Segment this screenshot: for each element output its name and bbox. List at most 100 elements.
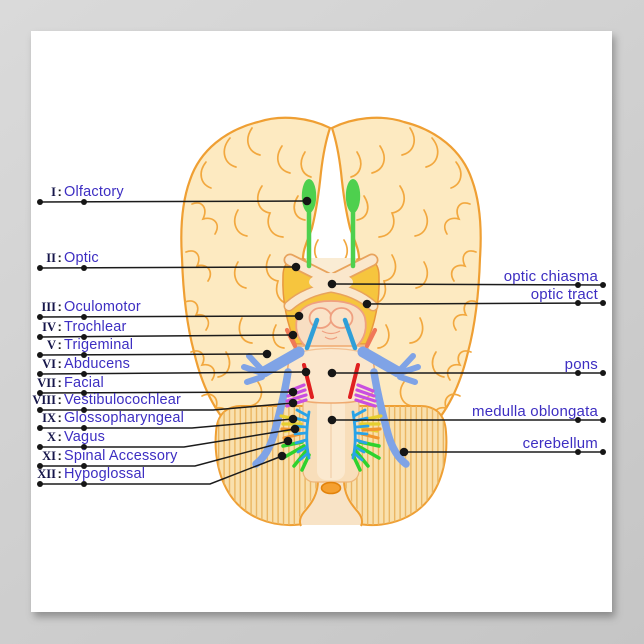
line-end-dot (37, 265, 43, 271)
numeral-label: XII (37, 467, 56, 481)
nerve-name-label: Optic (64, 250, 99, 266)
line-end-dot (37, 334, 43, 340)
target-dot (288, 398, 298, 408)
callout-cerebellum: cerebellum (399, 435, 606, 457)
line-end-dot (37, 444, 43, 450)
target-dot (262, 349, 272, 359)
callout-hypoglossal: XII:Hypoglossal (37, 451, 287, 487)
structure-name-label: optic tract (531, 286, 599, 303)
numeral-label: IX (42, 411, 56, 425)
target-dot (290, 424, 300, 434)
line-end-dot (600, 282, 606, 288)
numeral-label: XI (42, 449, 56, 463)
line-end-dot (37, 314, 43, 320)
line-mid-dot (575, 282, 581, 288)
line-end-dot (37, 481, 43, 487)
colon: : (58, 184, 62, 199)
structure-name-label: optic chiasma (504, 268, 599, 285)
numeral-label: IV (42, 320, 56, 334)
nerve-name-label: Vagus (64, 429, 105, 445)
line-mid-dot (81, 390, 87, 396)
line-end-dot (37, 352, 43, 358)
target-dot (399, 447, 409, 457)
target-dot (288, 387, 298, 397)
callout-facial: VII:Facial (37, 375, 298, 397)
target-dot (294, 311, 304, 321)
nerve-name-label: Abducens (64, 356, 130, 372)
callout-vagus: X:Vagus (37, 424, 300, 450)
colon: : (58, 356, 62, 371)
callout-trochlear: IV:Trochlear (37, 319, 298, 340)
medulla-oblongata (302, 393, 360, 483)
colon: : (58, 319, 62, 334)
olfactory-bulbs (301, 179, 361, 269)
nerve-name-label: Spinal Accessory (64, 448, 178, 464)
nerve-name-label: Glossopharyngeal (64, 410, 184, 426)
target-dot (277, 451, 287, 461)
callout-line (331, 283, 604, 286)
callout-oculomotor: III:Oculomotor (37, 299, 304, 321)
line-mid-dot (575, 370, 581, 376)
line-mid-dot (575, 300, 581, 306)
line-mid-dot (81, 334, 87, 340)
numeral-label: X (47, 430, 56, 444)
callout-line (39, 266, 297, 269)
numeral-label: VII (37, 376, 56, 390)
line-end-dot (600, 300, 606, 306)
callout-medulla-oblongata: medulla oblongata (327, 403, 606, 425)
central-canal (320, 481, 342, 495)
target-dot (327, 279, 337, 289)
colon: : (58, 337, 62, 352)
line-mid-dot (81, 425, 87, 431)
target-dot (291, 262, 301, 272)
line-mid-dot (81, 444, 87, 450)
line-mid-dot (81, 265, 87, 271)
callout-glossopharyngeal: IX:Glossopharyngeal (37, 410, 298, 431)
target-dot (301, 367, 311, 377)
target-dot (327, 415, 337, 425)
midbrain (295, 300, 367, 350)
line-mid-dot (575, 449, 581, 455)
numeral-label: VI (42, 357, 56, 371)
callout-spinal-accessory: XI:Spinal Accessory (37, 436, 293, 469)
line-end-dot (600, 449, 606, 455)
line-mid-dot (575, 417, 581, 423)
colon: : (58, 375, 62, 390)
numeral-label: III (41, 300, 56, 314)
line-mid-dot (81, 371, 87, 377)
callout-line (40, 455, 283, 485)
line-mid-dot (81, 407, 87, 413)
spinal-cord-stub (299, 478, 363, 527)
target-dot (288, 330, 298, 340)
callout-optic-chiasma: optic chiasma (327, 268, 606, 289)
nerve-name-label: Oculomotor (64, 299, 141, 315)
target-dot (327, 368, 337, 378)
target-dot (302, 196, 312, 206)
line-end-dot (600, 417, 606, 423)
line-end-dot (37, 390, 43, 396)
target-dot (288, 414, 298, 424)
line-end-dot (37, 371, 43, 377)
nerve-name-label: Vestibulocochlear (64, 392, 181, 408)
callout-abducens: VI:Abducens (37, 356, 311, 377)
nerve-name-label: Facial (64, 375, 104, 391)
line-end-dot (37, 425, 43, 431)
callout-line (40, 402, 294, 411)
line-mid-dot (81, 481, 87, 487)
colon: : (58, 410, 62, 425)
nerve-name-label: Trigeminal (64, 337, 133, 353)
colon: : (58, 250, 62, 265)
nerve-name-label: Hypoglossal (64, 466, 145, 482)
line-mid-dot (81, 463, 87, 469)
line-end-dot (37, 463, 43, 469)
structure-name-label: pons (565, 356, 598, 373)
callout-optic-tract: optic tract (362, 286, 606, 309)
callout-vestibulocochlear: VIII:Vestibulocochlear (32, 392, 298, 413)
target-dot (362, 299, 372, 309)
colon: : (58, 466, 62, 481)
nerve-name-label: Trochlear (64, 319, 127, 335)
callout-olfactory: I:Olfactory (37, 184, 312, 206)
callout-trigeminal: V:Trigeminal (37, 337, 272, 359)
